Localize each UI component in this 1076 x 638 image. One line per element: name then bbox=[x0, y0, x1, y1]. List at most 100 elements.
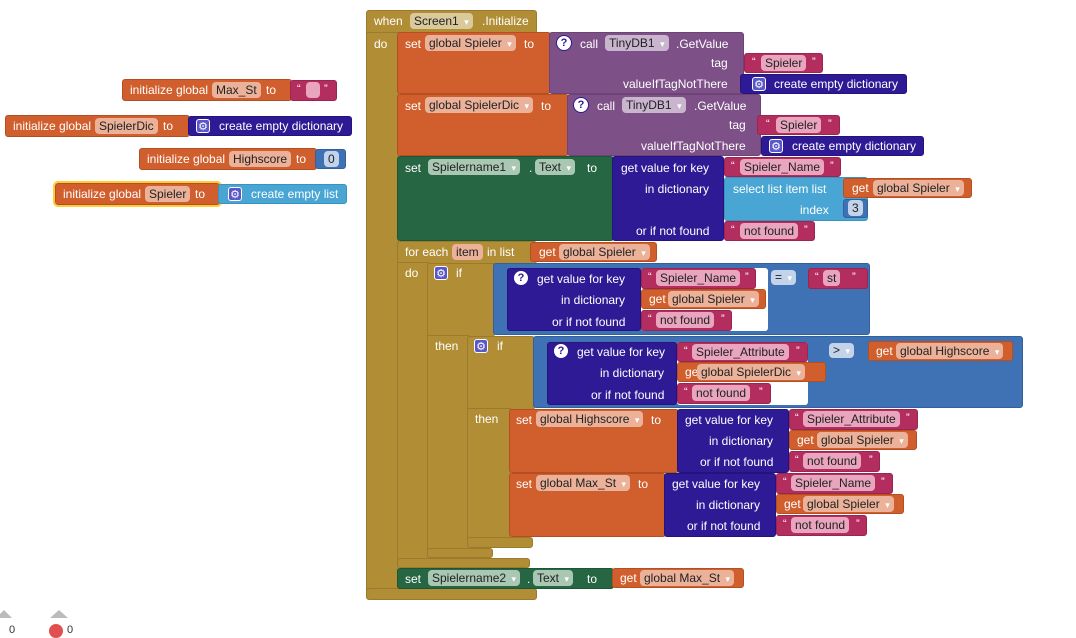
create-empty-dictionary-block[interactable] bbox=[188, 116, 352, 136]
property-dropdown[interactable]: Text bbox=[533, 570, 574, 586]
text-field[interactable]: not found bbox=[656, 312, 715, 328]
if-body-bar bbox=[467, 408, 511, 539]
component-dropdown[interactable]: Spielername1 bbox=[428, 159, 521, 175]
gear-icon[interactable]: ⚙ bbox=[769, 139, 783, 153]
var-dropdown[interactable]: global Spieler bbox=[803, 496, 894, 512]
component-dropdown[interactable]: TinyDB1 bbox=[622, 97, 686, 113]
help-icon[interactable]: ? bbox=[553, 343, 569, 359]
quote: ” bbox=[906, 412, 910, 424]
error-toggle-icon[interactable] bbox=[50, 610, 68, 618]
warning-toggle-icon[interactable] bbox=[0, 610, 12, 618]
text-field[interactable] bbox=[306, 82, 320, 98]
set-label: set bbox=[405, 572, 422, 586]
var-dropdown[interactable]: global Spieler bbox=[873, 180, 964, 196]
quote: ” bbox=[869, 454, 873, 466]
var-name-field[interactable]: Highscore bbox=[229, 151, 292, 167]
create-empty-dictionary-block[interactable] bbox=[740, 74, 907, 94]
set-label: set bbox=[405, 161, 422, 175]
operator-dropdown[interactable]: = bbox=[771, 270, 797, 285]
in-dictionary-label: in dictionary bbox=[709, 434, 774, 448]
quote: ” bbox=[812, 56, 816, 68]
help-icon[interactable]: ? bbox=[556, 35, 572, 51]
var-dropdown[interactable]: global Spieler bbox=[668, 291, 759, 307]
loop-body-bar bbox=[397, 262, 429, 562]
dict-get-value-block[interactable] bbox=[677, 409, 789, 473]
var-dropdown[interactable]: global Highscore bbox=[536, 411, 644, 427]
quote: “ bbox=[648, 271, 652, 283]
get-label: get bbox=[784, 497, 801, 511]
text-field[interactable]: not found bbox=[803, 453, 862, 469]
var-name-field[interactable]: SpielerDic bbox=[95, 118, 158, 134]
var-dropdown[interactable]: global Max_St bbox=[640, 570, 735, 586]
help-icon[interactable]: ? bbox=[573, 97, 589, 113]
call-label: call bbox=[597, 99, 616, 113]
in-dictionary-label: in dictionary bbox=[561, 293, 626, 307]
block-label: create empty dictionary bbox=[219, 119, 344, 133]
operator-dropdown[interactable]: > bbox=[829, 343, 855, 358]
var-dropdown[interactable]: global SpielerDic bbox=[697, 364, 806, 380]
tag-label: tag bbox=[711, 56, 728, 70]
var-dropdown[interactable]: global Spieler bbox=[425, 35, 516, 51]
quote: “ bbox=[731, 160, 735, 172]
quote: ” bbox=[804, 224, 808, 236]
text-field[interactable]: Spieler bbox=[776, 117, 822, 133]
text-field[interactable]: Spieler_Attribute bbox=[692, 344, 789, 360]
text-field[interactable]: Spieler_Name bbox=[791, 475, 876, 491]
text-field[interactable]: Spieler bbox=[761, 55, 807, 71]
quote: ” bbox=[759, 386, 763, 398]
quote: “ bbox=[783, 518, 787, 530]
quote: “ bbox=[795, 412, 799, 424]
var-dropdown[interactable]: global Spieler bbox=[559, 244, 650, 260]
component-dropdown[interactable]: TinyDB1 bbox=[605, 35, 669, 51]
get-value-label: get value for key bbox=[621, 161, 710, 175]
gear-icon[interactable]: ⚙ bbox=[196, 119, 210, 133]
var-name-field[interactable]: Spieler bbox=[145, 186, 191, 202]
gear-icon[interactable]: ⚙ bbox=[752, 77, 766, 91]
var-dropdown[interactable]: global Spieler bbox=[817, 432, 908, 448]
gear-icon[interactable]: ⚙ bbox=[434, 266, 448, 280]
quote: “ bbox=[795, 454, 799, 466]
text-field[interactable]: not found bbox=[791, 517, 850, 533]
block-label: create empty dictionary bbox=[792, 139, 917, 153]
if-label: if bbox=[456, 266, 462, 280]
not-found-label: or if not found bbox=[552, 315, 626, 329]
create-empty-dictionary-block[interactable] bbox=[761, 136, 924, 156]
text-field[interactable]: Spieler_Name bbox=[740, 159, 825, 175]
number-field[interactable]: 3 bbox=[848, 200, 863, 216]
dict-get-value-block[interactable] bbox=[664, 473, 776, 537]
not-found-label: or if not found bbox=[591, 388, 665, 402]
item-name-field[interactable]: item bbox=[452, 244, 483, 260]
text-field[interactable]: Spieler_Name bbox=[656, 270, 741, 286]
quote: “ bbox=[648, 313, 652, 325]
gear-icon[interactable]: ⚙ bbox=[474, 339, 488, 353]
to-label: to bbox=[638, 477, 649, 491]
var-name-field[interactable]: Max_St bbox=[212, 82, 261, 98]
create-empty-list-block[interactable] bbox=[218, 184, 347, 204]
get-value-label: get value for key bbox=[685, 413, 774, 427]
text-field[interactable]: Spieler_Attribute bbox=[803, 411, 900, 427]
to-label: to bbox=[651, 413, 662, 427]
component-dropdown[interactable]: Spielername2 bbox=[428, 570, 521, 586]
when-label: when bbox=[374, 14, 403, 28]
text-field[interactable]: not found bbox=[692, 385, 751, 401]
quote: ” bbox=[856, 518, 860, 530]
init-label: initialize global bbox=[63, 187, 142, 201]
text-field[interactable]: st bbox=[823, 270, 841, 286]
do-label: do bbox=[405, 266, 419, 280]
property-dropdown[interactable]: Text bbox=[535, 159, 576, 175]
dict-get-value-block[interactable] bbox=[507, 268, 641, 331]
quote: “ bbox=[684, 386, 688, 398]
quote: ” bbox=[828, 118, 832, 130]
help-icon[interactable]: ? bbox=[513, 270, 529, 286]
quote: “ bbox=[684, 345, 688, 357]
var-dropdown[interactable]: global SpielerDic bbox=[425, 97, 534, 113]
gear-icon[interactable]: ⚙ bbox=[228, 187, 242, 201]
component-dropdown[interactable]: Screen1 bbox=[410, 13, 473, 29]
var-dropdown[interactable]: global Max_St bbox=[536, 475, 631, 491]
number-field[interactable]: 0 bbox=[324, 151, 339, 167]
var-dropdown[interactable]: global Highscore bbox=[896, 343, 1004, 359]
dict-get-value-block[interactable] bbox=[612, 156, 724, 241]
for-each-label: for each bbox=[405, 245, 449, 259]
quote: ” bbox=[324, 83, 328, 95]
text-field[interactable]: not found bbox=[740, 223, 799, 239]
